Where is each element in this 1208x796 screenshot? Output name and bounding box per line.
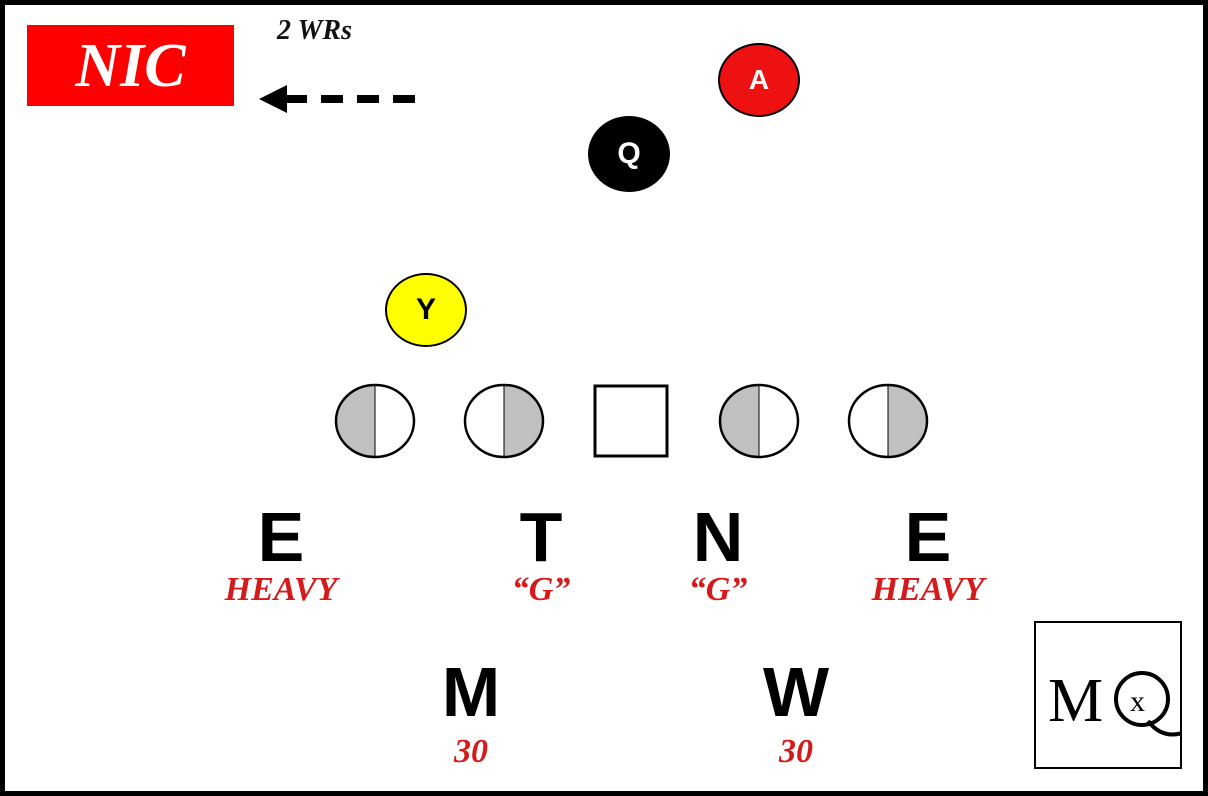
formation-label-box: NIC <box>27 25 234 106</box>
defender-tackle: T <box>519 498 563 576</box>
defender-right-end: E <box>904 498 952 576</box>
linebacker-mike: M <box>441 653 501 731</box>
svg-text:M: M <box>1048 667 1103 735</box>
lineman-right-tackle-icon <box>847 383 929 459</box>
technique-left-end: HEAVY <box>224 571 338 608</box>
technique-tackle: “G” <box>511 571 571 608</box>
svg-text:x: x <box>1130 685 1145 718</box>
dashed-left-arrow-icon <box>259 85 417 113</box>
center-square-icon <box>593 384 669 458</box>
player-y: Y <box>385 273 467 347</box>
mqx-logo-mark: M x <box>1048 667 1180 737</box>
technique-mike: 30 <box>454 733 488 770</box>
technique-nose: “G” <box>688 571 748 608</box>
lineman-left-guard-icon <box>463 383 545 459</box>
mqx-logo: M x <box>1034 621 1182 769</box>
formation-label: NIC <box>75 31 186 100</box>
defender-left-end: E <box>257 498 305 576</box>
lineman-right-guard-icon <box>718 383 800 459</box>
defender-nose: N <box>692 498 744 576</box>
player-a: A <box>718 43 800 117</box>
technique-right-end: HEAVY <box>871 571 985 608</box>
linebacker-will: W <box>762 653 830 731</box>
lineman-left-tackle-icon <box>334 383 416 459</box>
technique-will: 30 <box>779 733 813 770</box>
player-q: Q <box>588 116 670 192</box>
receivers-note: 2 WRs <box>277 15 352 46</box>
